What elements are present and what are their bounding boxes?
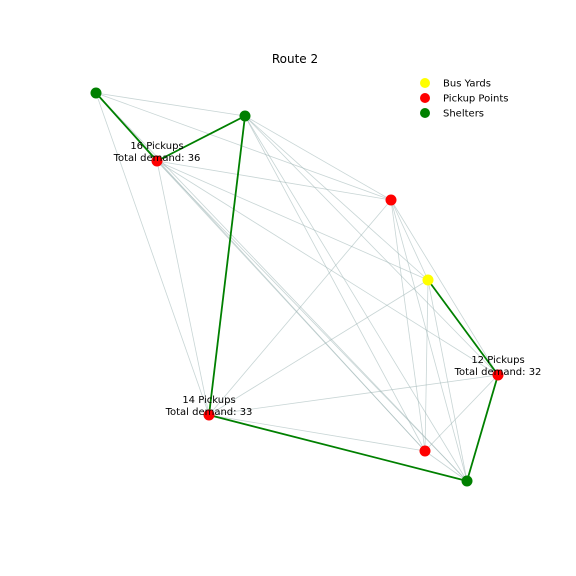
background-edge-p1-p5 <box>156 160 426 452</box>
background-edge-s2-p4 <box>244 115 499 376</box>
background-edge-p2-p4 <box>390 199 499 376</box>
background-edge-p1-p4 <box>156 160 499 376</box>
pickup-label-count: 16 Pickups <box>130 141 183 152</box>
route-edge-s3-p4 <box>466 374 499 482</box>
background-edge-s2-s3 <box>244 115 468 482</box>
route-edge-s2-p3 <box>208 115 246 416</box>
shelter-node-s1 <box>90 87 102 99</box>
pickup-label-count: 14 Pickups <box>182 395 235 406</box>
pickup-node-p3 <box>203 409 215 421</box>
background-edge-p1-p3 <box>156 160 210 416</box>
legend-label-bus-yards: Bus Yards <box>443 79 491 90</box>
chart-title: Route 2 <box>272 52 318 66</box>
background-edge-s1-s2 <box>95 92 246 117</box>
background-edge-p1-s3 <box>156 160 468 482</box>
pickup-node-p2 <box>385 194 397 206</box>
background-edge-s2-p5 <box>244 115 426 452</box>
route-edge-p1-s2 <box>156 115 246 162</box>
background-edge-s1-p3 <box>95 92 210 416</box>
legend-label-shelters: Shelters <box>443 109 484 120</box>
route-edge-s1-p1 <box>95 92 158 162</box>
background-edge-p2-y1 <box>390 199 429 281</box>
route-edge-p4-y1 <box>427 279 499 376</box>
nodes <box>90 87 504 487</box>
pickup-label-demand: Total demand: 33 <box>165 407 253 418</box>
background-edge-y1-p5 <box>424 279 429 452</box>
background-edge-p2-p3 <box>208 199 392 416</box>
legend-label-pickup-points: Pickup Points <box>443 94 508 105</box>
pickup-label-demand: Total demand: 36 <box>113 153 201 164</box>
background-edge-p1-y1 <box>156 160 429 281</box>
background-edge-p2-s3 <box>390 199 468 482</box>
background-edge-s2-y1 <box>244 115 429 281</box>
pickup-node-p5 <box>419 445 431 457</box>
bus-yard-node-y1 <box>422 274 434 286</box>
legend-marker-shelters <box>420 108 430 118</box>
background-edge-p3-p5 <box>208 414 426 452</box>
legend: Bus Yards Pickup Points Shelters <box>420 78 508 120</box>
legend-marker-bus-yards <box>420 78 430 88</box>
pickup-node-p4 <box>492 369 504 381</box>
shelter-node-s2 <box>239 110 251 122</box>
shelter-node-s3 <box>461 475 473 487</box>
background-edge-p3-p4 <box>208 374 499 416</box>
background-edge-s1-p2 <box>95 92 392 201</box>
background-edge-p2-p5 <box>390 199 426 452</box>
background-edge-s2-p2 <box>244 115 392 201</box>
legend-marker-pickup-points <box>420 93 430 103</box>
background-edge-p4-p5 <box>424 374 499 452</box>
background-edge-p3-y1 <box>208 279 429 416</box>
background-edge-p5-s3 <box>424 450 468 482</box>
background-edges <box>95 92 499 482</box>
route-edge-p3-s3 <box>208 414 468 482</box>
pickup-node-p1 <box>151 155 163 167</box>
background-edge-y1-s3 <box>427 279 468 482</box>
pickup-label-count: 12 Pickups <box>471 355 524 366</box>
background-edge-p1-p2 <box>156 160 392 201</box>
pickup-label-demand: Total demand: 32 <box>454 367 542 378</box>
route-edges <box>95 92 499 482</box>
